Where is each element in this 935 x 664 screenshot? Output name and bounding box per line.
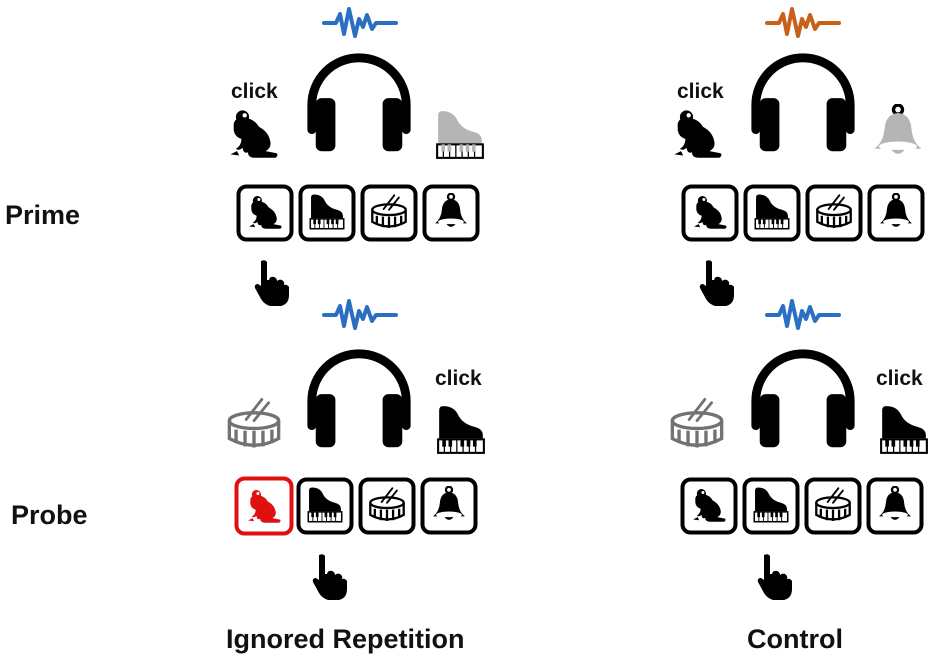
sound-wave-icon (765, 7, 841, 38)
drum-icon (670, 397, 724, 450)
condition-label-control: Control (747, 624, 843, 654)
sound-wave-icon (322, 299, 398, 330)
hand-pointer-icon (757, 554, 792, 600)
sound-wave-icon (322, 7, 398, 38)
headphones-icon (756, 354, 850, 447)
hand-pointer-icon (699, 260, 734, 306)
hand-pointer-icon (254, 260, 289, 306)
piano-icon (436, 404, 486, 455)
click-label: click (876, 367, 923, 390)
ignored-repetition-prime-trial (230, 7, 485, 306)
response-box-panel (236, 184, 480, 242)
control-prime-trial (674, 7, 925, 306)
response-box-panel (681, 184, 925, 242)
drum-icon (227, 397, 281, 450)
sound-wave-icon (765, 299, 841, 330)
frog-icon (230, 110, 278, 158)
row-label-prime: Prime (5, 200, 81, 230)
condition-label-ignored-repetition: Ignored Repetition (226, 624, 465, 654)
bell-icon (872, 104, 924, 156)
piano-icon (435, 109, 485, 160)
piano-icon (879, 404, 929, 455)
control-probe-trial (670, 299, 929, 600)
click-label: click (231, 80, 278, 103)
response-box-panel (680, 477, 924, 535)
ignored-repetition-probe-trial (227, 299, 486, 600)
headphones-icon (756, 58, 850, 151)
response-box-panel (234, 476, 478, 536)
frog-icon (674, 110, 722, 158)
headphones-icon (312, 354, 406, 447)
click-label: click (435, 367, 482, 390)
click-label: click (677, 80, 724, 103)
row-label-probe: Probe (11, 500, 88, 530)
headphones-icon (312, 58, 406, 151)
hand-pointer-icon (312, 554, 347, 600)
